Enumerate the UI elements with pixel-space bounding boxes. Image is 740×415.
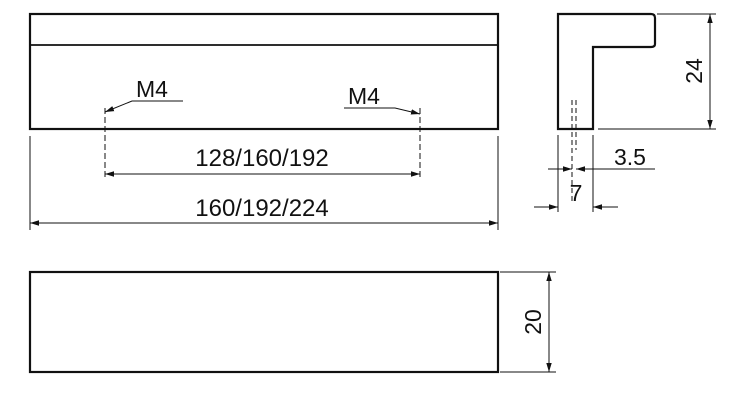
side-view-profile: [556, 12, 657, 131]
top-view: [28, 270, 500, 374]
top-view-outline: [28, 270, 500, 374]
side-view: [556, 12, 657, 203]
front-view: [28, 12, 500, 178]
profile-depth-label: 7: [570, 180, 583, 206]
hole-spacing-label: 128/160/192: [195, 145, 328, 172]
thread-label-right: M4: [348, 83, 380, 109]
profile-height-dimension: 24: [598, 13, 716, 130]
handle-width-label: 20: [520, 309, 546, 335]
profile-depth-dimension: 7: [534, 135, 618, 212]
wall-thickness-label: 3.5: [614, 144, 646, 170]
handle-width-dimension: 20: [500, 271, 556, 373]
profile-height-label: 24: [681, 58, 707, 84]
thread-label-left: M4: [136, 76, 168, 102]
thread-callout-left: M4: [104, 76, 183, 113]
overall-length-dimension: 160/192/224: [29, 136, 499, 230]
overall-length-label: 160/192/224: [195, 195, 328, 222]
leader-line-right: [344, 107, 421, 115]
front-view-outline: [28, 12, 500, 131]
wall-thickness-dimension: 3.5: [548, 135, 655, 212]
leader-line-left: [104, 100, 183, 113]
hole-spacing-dimension: 128/160/192: [105, 145, 420, 177]
thread-callout-right: M4: [344, 83, 421, 115]
